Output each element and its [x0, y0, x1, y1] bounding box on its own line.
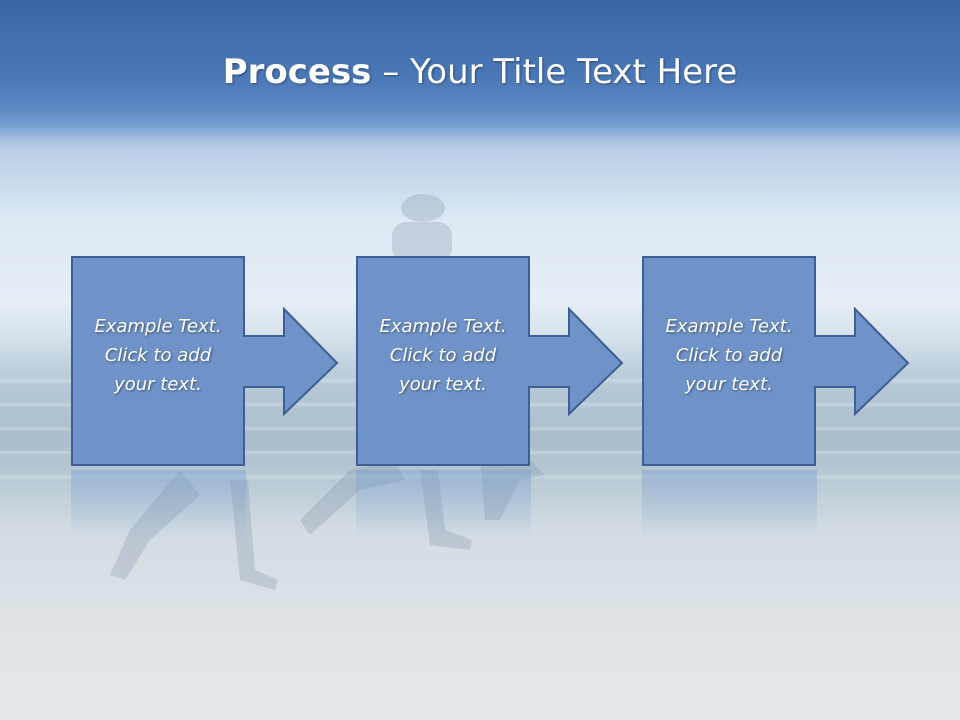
step-arrow-shape [71, 256, 339, 466]
step-text-line-1: Example Text. [379, 316, 507, 337]
step-text[interactable]: Example Text. Click to add your text. [642, 312, 816, 399]
header-band [0, 0, 960, 140]
title-bold: Process [222, 52, 372, 92]
step-text[interactable]: Example Text. Click to add your text. [356, 312, 530, 399]
title-rest: – Your Title Text Here [371, 52, 738, 92]
step-arrow-shape [642, 256, 910, 466]
step-text-line-1: Example Text. [665, 316, 793, 337]
step-1-reflection [71, 470, 246, 540]
step-text-line-3: your text. [399, 374, 487, 395]
slide-title[interactable]: Process – Your Title Text Here [0, 52, 960, 92]
process-step-3[interactable]: Example Text. Click to add your text. [642, 256, 960, 466]
step-text-line-1: Example Text. [94, 316, 222, 337]
step-arrow-shape [356, 256, 624, 466]
step-text-line-3: your text. [685, 374, 773, 395]
process-step-1[interactable]: Example Text. Click to add your text. [71, 256, 411, 466]
step-text-line-2: Click to add [389, 345, 497, 366]
process-step-2[interactable]: Example Text. Click to add your text. [356, 256, 696, 466]
step-text-line-2: Click to add [104, 345, 212, 366]
step-3-reflection [642, 470, 817, 540]
step-2-reflection [356, 470, 531, 540]
step-text-line-3: your text. [114, 374, 202, 395]
step-text[interactable]: Example Text. Click to add your text. [71, 312, 245, 399]
step-text-line-2: Click to add [675, 345, 783, 366]
